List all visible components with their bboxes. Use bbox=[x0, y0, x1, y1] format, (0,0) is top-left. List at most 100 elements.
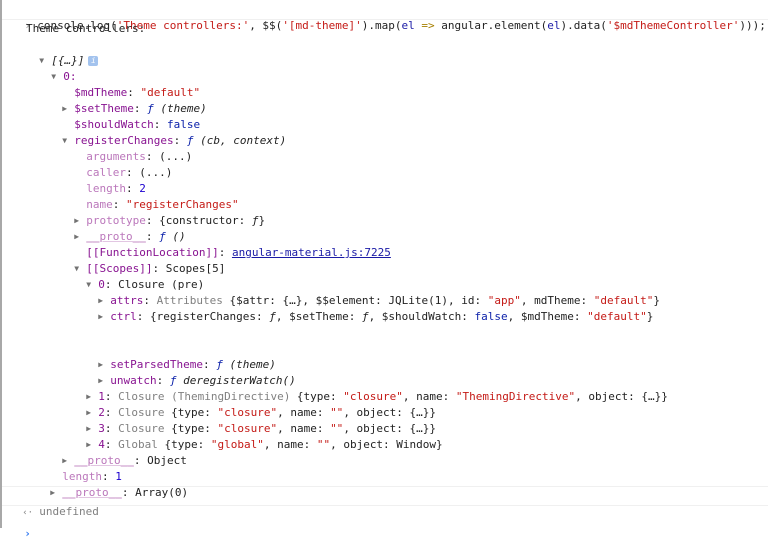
info-icon[interactable]: i bbox=[88, 56, 99, 66]
collapsed-triangle-icon[interactable]: ▶ bbox=[86, 424, 92, 433]
collapsed-triangle-icon[interactable]: ▶ bbox=[86, 408, 92, 417]
prop-value: , name: bbox=[402, 390, 456, 403]
prop-value: "closure" bbox=[217, 406, 278, 419]
prop-value: {registerChanges: bbox=[150, 310, 270, 323]
prop-array-proto[interactable]: ▶__proto__: Array(0) bbox=[50, 486, 189, 499]
collapsed-triangle-icon[interactable]: ▶ bbox=[74, 232, 80, 241]
lazy-value[interactable]: (...) bbox=[159, 150, 193, 163]
console-command-line[interactable]: ›console.log('Theme controllers:', $$('[… bbox=[2, 2, 768, 32]
prop-value: "" bbox=[330, 406, 344, 419]
prop-key: $shouldWatch bbox=[74, 118, 154, 131]
prop-setParsedTheme[interactable]: ▶setParsedTheme: ƒ (theme) bbox=[98, 358, 276, 371]
prop-value: "closure" bbox=[343, 390, 403, 403]
lazy-value[interactable]: (...) bbox=[139, 166, 173, 179]
cmd-text: console.log( bbox=[37, 19, 117, 32]
prop-value: {type: bbox=[164, 406, 218, 419]
prop-shouldWatch: $shouldWatch: false bbox=[74, 118, 201, 131]
prop-value: , name: bbox=[277, 406, 331, 419]
return-arrow-icon: ‹· bbox=[22, 508, 34, 518]
scope-0[interactable]: ▼0: Closure (pre) bbox=[86, 278, 205, 291]
array-root-node[interactable]: ▼ [{…}]i bbox=[2, 37, 768, 67]
scope-3[interactable]: ▶3: Closure {type: "closure", name: "", … bbox=[86, 422, 437, 435]
prop-item-proto[interactable]: ▶__proto__: Object bbox=[62, 454, 187, 467]
prop-value: , object: Window} bbox=[330, 438, 443, 451]
collapsed-triangle-icon[interactable]: ▶ bbox=[74, 216, 80, 225]
prop-registeredCallbacks[interactable]: ▶registeredCallbacks: (1350) [ƒ, ƒ, ƒ, ƒ… bbox=[2, 309, 768, 325]
prop-value: "registerChanges" bbox=[126, 198, 239, 211]
expanded-triangle-icon[interactable]: ▼ bbox=[86, 280, 92, 289]
prop-value: Scopes[5] bbox=[165, 262, 226, 275]
cmd-text: ))); bbox=[739, 19, 766, 32]
prop-value: {constructor: bbox=[159, 214, 252, 227]
prop-key: registerChanges bbox=[74, 134, 174, 147]
prop-value: {type: bbox=[290, 390, 344, 403]
prop-caller[interactable]: caller: (...) bbox=[86, 166, 173, 179]
prop-value: , $shouldWatch: bbox=[368, 310, 475, 323]
function-icon: ƒ bbox=[159, 230, 166, 243]
prop-key: length bbox=[62, 470, 102, 483]
expanded-triangle-icon[interactable]: ▼ bbox=[62, 136, 68, 145]
scope-type: Global bbox=[118, 438, 158, 451]
prop-mdTheme: $mdTheme: "default" bbox=[74, 86, 201, 99]
expanded-triangle-icon[interactable]: ▼ bbox=[74, 264, 80, 273]
prop-key: setParsedTheme bbox=[110, 358, 203, 371]
divider bbox=[2, 19, 768, 20]
scope-4[interactable]: ▶4: Global {type: "global", name: "", ob… bbox=[86, 438, 443, 451]
console-input[interactable] bbox=[34, 523, 734, 537]
function-signature: (theme) bbox=[160, 102, 207, 115]
prop-ctrl[interactable]: ▶ctrl: {registerChanges: ƒ, $setTheme: ƒ… bbox=[98, 310, 654, 323]
source-link[interactable]: angular-material.js:7225 bbox=[231, 246, 391, 259]
collapsed-triangle-icon[interactable]: ▶ bbox=[86, 440, 92, 449]
collapsed-triangle-icon[interactable]: ▶ bbox=[62, 104, 68, 113]
scope-1[interactable]: ▶1: Closure (ThemingDirective) {type: "c… bbox=[86, 390, 668, 403]
collapsed-triangle-icon[interactable]: ▶ bbox=[98, 312, 104, 321]
expanded-triangle-icon[interactable]: ▼ bbox=[39, 56, 45, 65]
prop-setTheme[interactable]: ▶$setTheme: ƒ (theme) bbox=[62, 102, 207, 115]
prop-prototype[interactable]: ▶prototype: {constructor: ƒ} bbox=[74, 214, 266, 227]
function-icon: ƒ bbox=[269, 310, 276, 323]
cmd-string: 'Theme controllers:' bbox=[116, 19, 250, 32]
scope-index: 2 bbox=[98, 406, 105, 419]
prop-scope[interactable]: ▶scope: Scope {$id: 1, $$childTail: Scop… bbox=[2, 325, 768, 341]
prop-unwatch[interactable]: ▶unwatch: ƒ deregisterWatch() bbox=[98, 374, 296, 387]
array-preview: [{…}] bbox=[51, 54, 85, 67]
collapsed-triangle-icon[interactable]: ▶ bbox=[98, 360, 104, 369]
collapsed-triangle-icon[interactable]: ▶ bbox=[62, 456, 68, 465]
collapsed-triangle-icon[interactable]: ▶ bbox=[98, 376, 104, 385]
prop-key: ctrl bbox=[110, 310, 137, 323]
console-left-border bbox=[0, 0, 2, 528]
cmd-text: , $$( bbox=[249, 19, 283, 32]
prop-value: , name: bbox=[263, 438, 317, 451]
prop-scopes[interactable]: ▼[[Scopes]]: Scopes[5] bbox=[74, 262, 226, 275]
scope-index: 4 bbox=[98, 438, 105, 451]
prop-function-location: [[FunctionLocation]]: angular-material.j… bbox=[86, 246, 391, 259]
console-input-line[interactable]: › bbox=[2, 507, 768, 540]
prop-value: "default" bbox=[587, 310, 647, 323]
prop-attrs[interactable]: ▶attrs: Attributes {$attr: {…}, $$elemen… bbox=[98, 294, 660, 307]
input-prompt-icon: › bbox=[24, 527, 31, 540]
function-signature: deregisterWatch() bbox=[183, 374, 296, 387]
prop-value: } bbox=[258, 214, 266, 227]
prop-fn-proto[interactable]: ▶__proto__: ƒ () bbox=[74, 230, 186, 243]
prop-key: name bbox=[86, 198, 113, 211]
collapsed-triangle-icon[interactable]: ▶ bbox=[98, 296, 104, 305]
function-icon: ƒ bbox=[361, 310, 369, 323]
collapsed-triangle-icon[interactable]: ▶ bbox=[86, 392, 92, 401]
input-prompt-icon: › bbox=[24, 19, 31, 32]
cmd-text: ).data( bbox=[560, 19, 607, 32]
array-item-0[interactable]: ▼0: bbox=[2, 53, 768, 83]
expanded-triangle-icon[interactable]: ▼ bbox=[51, 72, 57, 81]
prop-key: __proto__ bbox=[86, 230, 146, 243]
collapsed-triangle-icon[interactable]: ▶ bbox=[50, 488, 56, 497]
prop-key: length bbox=[86, 182, 126, 195]
scope-index: 3 bbox=[98, 422, 105, 435]
function-icon: ƒ bbox=[251, 214, 259, 227]
scope-index: 1 bbox=[98, 390, 105, 403]
prop-arguments[interactable]: arguments: (...) bbox=[86, 150, 193, 163]
prop-registerChanges[interactable]: ▼registerChanges: ƒ (cb, context) bbox=[62, 134, 287, 147]
prop-value: Object bbox=[147, 454, 187, 467]
scope-index: 0 bbox=[98, 278, 105, 291]
function-signature: (theme) bbox=[229, 358, 276, 371]
scope-2[interactable]: ▶2: Closure {type: "closure", name: "", … bbox=[86, 406, 437, 419]
prop-value: 1 bbox=[115, 470, 122, 483]
